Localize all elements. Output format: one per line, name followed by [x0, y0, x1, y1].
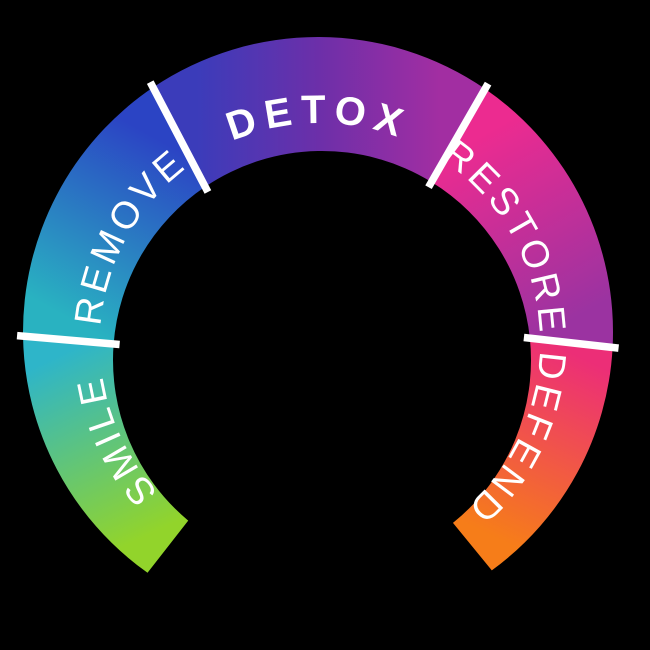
ring-dividers — [16, 80, 619, 352]
segment-divider — [16, 331, 120, 349]
segment-divider — [146, 80, 212, 194]
segment-divider — [523, 333, 619, 352]
segment-restore — [431, 88, 614, 348]
segment-remove — [23, 87, 206, 344]
segment-divider — [425, 81, 492, 190]
segment-smile — [23, 336, 189, 573]
segment-detox — [153, 36, 486, 187]
segment-defend — [452, 338, 613, 571]
ring-segments — [23, 36, 614, 573]
